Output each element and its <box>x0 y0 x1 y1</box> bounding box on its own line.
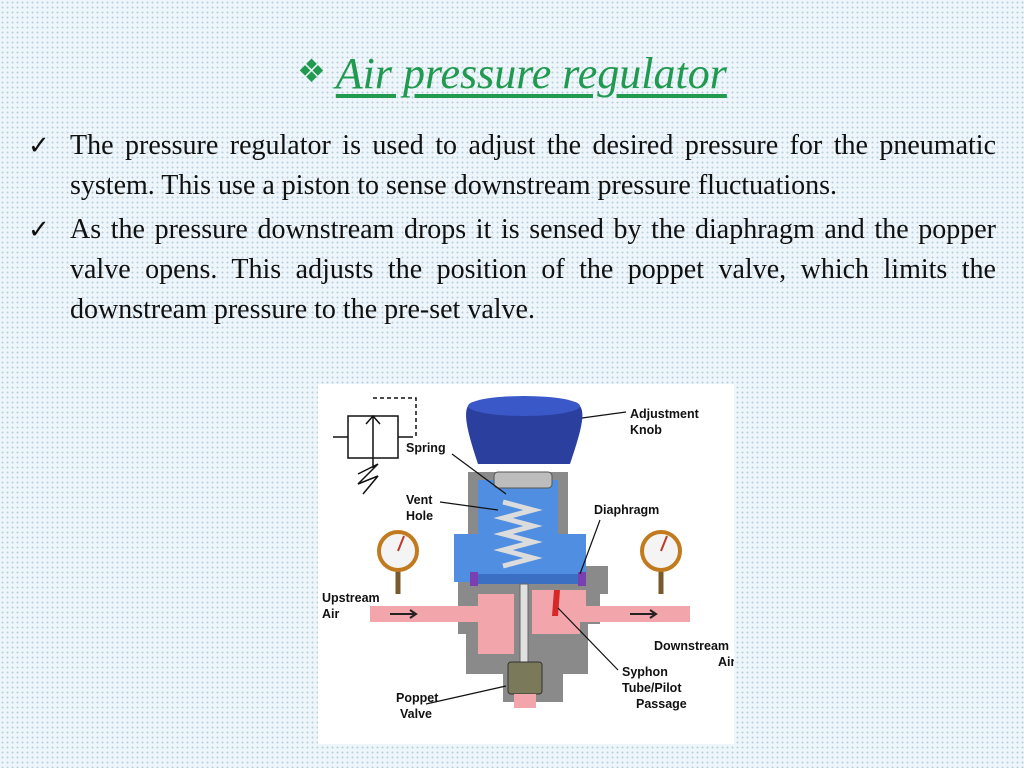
syphon-tube <box>552 590 560 616</box>
diamond-quad-icon: ❖ <box>297 53 326 89</box>
adjustment-knob-label: Adjustment <box>630 407 700 421</box>
regulator-diagram: Adjustment Knob Spring Vent Hole Diaphra… <box>318 384 734 744</box>
syphon-label-3: Passage <box>636 697 687 711</box>
upstream-air-label: Upstream <box>322 591 380 605</box>
bullet-list: ✓ The pressure regulator is used to adju… <box>28 126 996 334</box>
bullet-item: ✓ The pressure regulator is used to adju… <box>28 126 996 206</box>
diaphragm <box>476 574 580 584</box>
upstream-gauge <box>377 530 419 594</box>
adjustment-knob-label-2: Knob <box>630 423 662 437</box>
poppet-valve <box>507 661 543 695</box>
vent-hole-label-2: Hole <box>406 509 433 523</box>
valve-stem <box>519 583 529 665</box>
regulator-symbol <box>333 397 417 495</box>
checkmark-icon: ✓ <box>28 215 50 245</box>
bullet-text: As the pressure downstream drops it is s… <box>70 214 996 325</box>
downstream-air-label-2: Air <box>718 655 734 669</box>
adjustment-knob <box>466 406 583 464</box>
downstream-gauge <box>640 530 682 594</box>
spring <box>493 499 543 569</box>
vent-hole-label: Vent <box>406 493 433 507</box>
slide-title-text: Air pressure regulator <box>335 49 727 98</box>
spring-label: Spring <box>406 441 446 455</box>
checkmark-icon: ✓ <box>28 131 50 161</box>
slide-title: ❖Air pressure regulator <box>0 48 1024 99</box>
poppet-valve-label-2: Valve <box>400 707 432 721</box>
downstream-air-label: Downstream <box>654 639 729 653</box>
downstream-air-channel <box>532 590 690 634</box>
regulator-diagram-svg: Adjustment Knob Spring Vent Hole Diaphra… <box>322 396 734 721</box>
bullet-item: ✓ As the pressure downstream drops it is… <box>28 210 996 330</box>
poppet-valve-label: Poppet <box>396 691 439 705</box>
syphon-label: Syphon <box>622 665 668 679</box>
upstream-air-channel <box>370 594 514 634</box>
diaphragm-label: Diaphragm <box>594 503 659 517</box>
syphon-label-2: Tube/Pilot <box>622 681 682 695</box>
bullet-text: The pressure regulator is used to adjust… <box>70 130 996 201</box>
upstream-air-label-2: Air <box>322 607 340 621</box>
